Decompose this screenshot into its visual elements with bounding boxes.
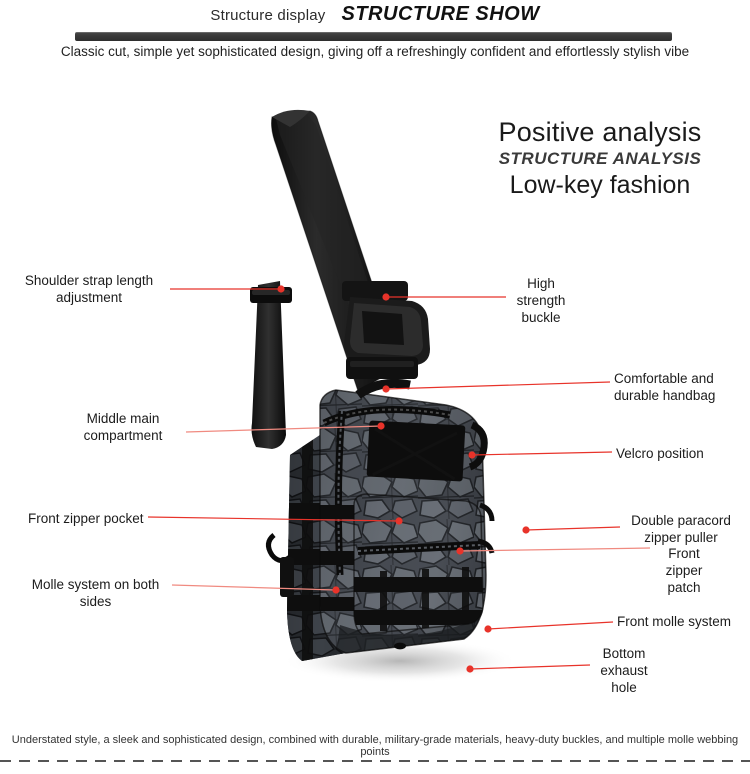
- callout-front-zipper-pocket: Front zipper pocket: [28, 510, 153, 527]
- page-header: Structure display STRUCTURE SHOW: [0, 3, 750, 29]
- header-subtitle: Structure display: [210, 7, 326, 24]
- footer-dashed-divider: [0, 760, 750, 762]
- callout-label-text: Front molle system: [617, 614, 732, 629]
- analysis-block: Positive analysis STRUCTURE ANALYSIS Low…: [470, 117, 730, 199]
- callout-label-text: Front zipper pocket: [28, 511, 144, 526]
- analysis-line-1: Positive analysis: [498, 117, 702, 147]
- callout-label-text: Velcro position: [616, 446, 704, 461]
- callout-front-molle-system: Front molle system: [617, 613, 745, 630]
- analysis-line-3: Low-key fashion: [509, 170, 691, 199]
- header-divider-bar: [75, 32, 672, 41]
- footer-text: Understated style, a sleek and sophistic…: [11, 734, 739, 758]
- product-image: [250, 105, 580, 705]
- analysis-line-2: STRUCTURE ANALYSIS: [498, 148, 702, 168]
- page-title: STRUCTURE SHOW: [341, 3, 540, 25]
- header-tagline: Classic cut, simple yet sophisticated de…: [60, 44, 690, 59]
- callout-velcro-position: Velcro position: [616, 445, 741, 462]
